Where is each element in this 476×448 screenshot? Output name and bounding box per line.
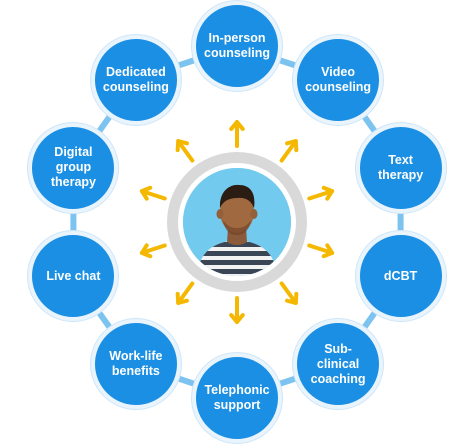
node-label: In-person counseling xyxy=(204,31,270,60)
center-hub xyxy=(167,152,307,292)
arrow-icon xyxy=(175,281,195,305)
node-live-chat[interactable]: Live chat xyxy=(28,231,119,322)
node-label: dCBT xyxy=(383,268,418,283)
node-label: Sub- clinical coaching xyxy=(310,341,366,386)
node-telephonic-support[interactable]: Telephonic support xyxy=(192,353,282,443)
node-dcbt[interactable]: dCBT xyxy=(355,231,446,322)
node-in-person-counseling[interactable]: In-person counseling xyxy=(192,1,282,91)
node-label: Telephonic support xyxy=(204,383,270,412)
arrow-icon xyxy=(229,120,245,148)
node-dedicated-counseling[interactable]: Dedicated counseling xyxy=(90,34,181,125)
node-sub-clinical-coaching[interactable]: Sub- clinical coaching xyxy=(293,319,384,410)
person-avatar-icon xyxy=(183,168,291,276)
arrow-icon xyxy=(279,139,299,163)
arrow-icon xyxy=(139,185,167,201)
arrow-icon xyxy=(307,185,335,201)
node-label: Text therapy xyxy=(378,152,424,182)
node-work-life-benefits[interactable]: Work-life benefits xyxy=(90,319,181,410)
center-hub-inner xyxy=(178,163,296,281)
node-label: Dedicated counseling xyxy=(102,64,169,94)
node-digital-group-therapy[interactable]: Digital group therapy xyxy=(28,122,119,213)
arrow-icon xyxy=(229,296,245,324)
node-label: Live chat xyxy=(46,268,101,283)
arrow-icon xyxy=(279,281,299,305)
node-label: Digital group therapy xyxy=(50,145,96,190)
arrow-icon xyxy=(175,139,195,163)
node-video-counseling[interactable]: Video counseling xyxy=(293,34,384,125)
arrow-icon xyxy=(307,243,335,259)
node-text-therapy[interactable]: Text therapy xyxy=(355,122,446,213)
node-label: Work-life benefits xyxy=(109,349,163,379)
node-label: Video counseling xyxy=(305,64,372,94)
arrow-icon xyxy=(139,243,167,259)
